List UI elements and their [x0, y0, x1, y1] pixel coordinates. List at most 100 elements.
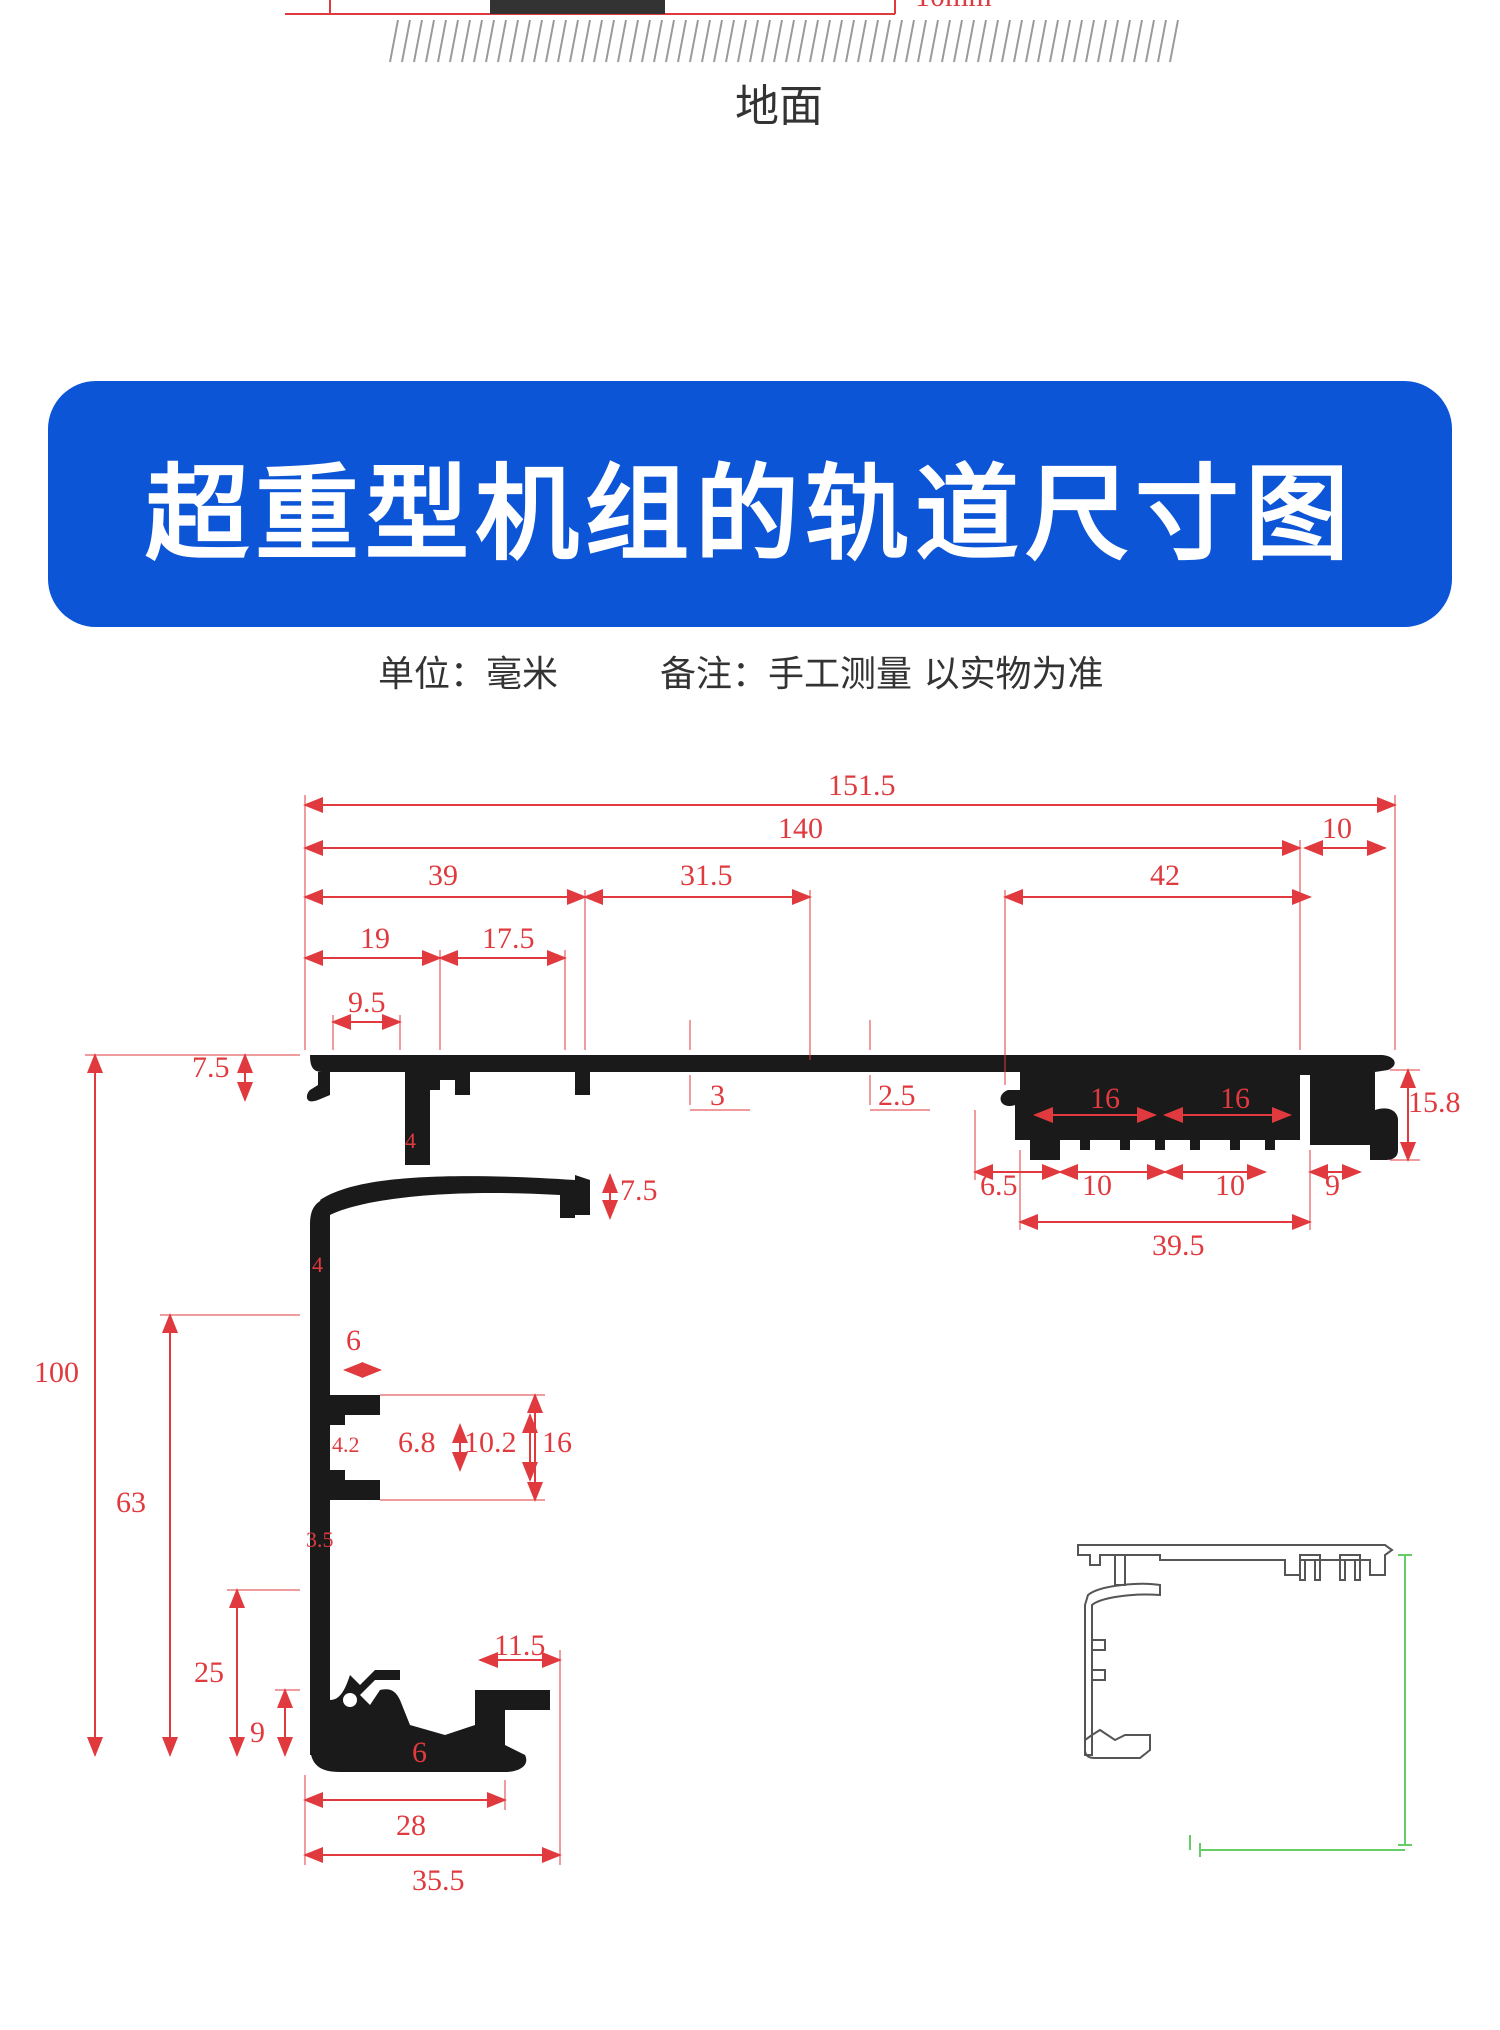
- hatch-stroke: [689, 19, 699, 63]
- hatch-stroke: [677, 19, 687, 63]
- hatch-stroke: [905, 19, 915, 63]
- hatch-stroke: [989, 19, 999, 63]
- track-profile-drawing: 151.5 140 10 39 31.5 42 19 17.5 9.5 7.5 …: [34, 769, 1461, 1897]
- hatch-stroke: [1145, 19, 1155, 63]
- profile-channel-lower: [330, 1470, 380, 1500]
- hatch-stroke: [1109, 19, 1119, 63]
- hatch-stroke: [497, 19, 507, 63]
- dim-lip-7-5: 7.5: [192, 1051, 230, 1084]
- hatch-stroke: [1049, 19, 1059, 63]
- aluminum-profile: [306, 1055, 1398, 1772]
- hatch-stroke: [641, 19, 651, 63]
- dim-9-5: 9.5: [348, 986, 386, 1019]
- profile-top-bar: [306, 1055, 1398, 1160]
- dim-ch-6: 6: [346, 1324, 361, 1357]
- profile-arm: [320, 1175, 590, 1218]
- hatch-stroke: [713, 19, 723, 63]
- hatch-stroke: [785, 19, 795, 63]
- hatch-stroke: [581, 19, 591, 63]
- hatch-stroke: [533, 19, 543, 63]
- hatch-stroke: [461, 19, 471, 63]
- hatch-stroke: [1121, 19, 1131, 63]
- dim-wall-4: 4: [312, 1252, 323, 1277]
- hatch-stroke: [665, 19, 675, 63]
- hatch-stroke: [413, 19, 423, 63]
- door-bottom: [490, 0, 665, 14]
- hatch-stroke: [857, 19, 867, 63]
- hatch-stroke: [1013, 19, 1023, 63]
- hatch-stroke: [953, 19, 963, 63]
- hatch-stroke: [1025, 19, 1035, 63]
- dim-wall-3-5: 3.5: [306, 1527, 334, 1552]
- hatch-stroke: [509, 19, 519, 63]
- dim-31-5: 31.5: [680, 859, 733, 892]
- hatch-stroke: [761, 19, 771, 63]
- dim-right-lip: 10: [1322, 812, 1352, 845]
- hatch-stroke: [557, 19, 567, 63]
- dim-base-35-5: 35.5: [412, 1864, 465, 1897]
- hatch-stroke: [917, 19, 927, 63]
- hatch-stroke: [1133, 19, 1143, 63]
- hatch-stroke: [449, 19, 459, 63]
- dim-25: 25: [194, 1656, 224, 1689]
- dim-42: 42: [1150, 859, 1180, 892]
- hatch-stroke: [881, 19, 891, 63]
- ground-diagram: 10mm: [285, 0, 1179, 63]
- dim-63: 63: [116, 1486, 146, 1519]
- dim-top-2-5: 2.5: [878, 1079, 916, 1112]
- hatch-stroke: [437, 19, 447, 63]
- dim-arm-7-5: 7.5: [620, 1174, 658, 1207]
- dim-17-5: 17.5: [482, 922, 535, 955]
- dimension-lines: [85, 795, 1420, 1865]
- hatch-stroke: [593, 19, 603, 63]
- banner-title: 超重型机组的轨道尺寸图: [144, 452, 1355, 575]
- dim-39-5: 39.5: [1152, 1229, 1205, 1262]
- hatch-stroke: [1001, 19, 1011, 63]
- dim-slot-16a: 16: [1090, 1082, 1120, 1115]
- dim-19: 19: [360, 922, 390, 955]
- dim-ch-6-8: 6.8: [398, 1426, 436, 1459]
- hatch-stroke: [977, 19, 987, 63]
- hatch-stroke: [725, 19, 735, 63]
- clearance-label: 10mm: [915, 0, 992, 13]
- dimension-labels: 151.5 140 10 39 31.5 42 19 17.5 9.5 7.5 …: [34, 769, 1461, 1897]
- hatch-stroke: [545, 19, 555, 63]
- profile-groove: [343, 1693, 357, 1707]
- dim-right-15-8: 15.8: [1408, 1086, 1461, 1119]
- hatch-stroke: [1157, 19, 1167, 63]
- profile-left-wall: [310, 1195, 360, 1755]
- dim-ch-4-2: 4.2: [332, 1432, 360, 1457]
- dim-hook-11-5: 11.5: [494, 1629, 545, 1662]
- hatch-stroke: [749, 19, 759, 63]
- hatch-stroke: [797, 19, 807, 63]
- dim-6-5: 6.5: [980, 1169, 1018, 1202]
- hatch-stroke: [401, 19, 411, 63]
- dim-9-height: 9: [250, 1716, 265, 1749]
- dim-10a: 10: [1082, 1169, 1112, 1202]
- dim-ch-16: 16: [542, 1426, 572, 1459]
- hatch-stroke: [773, 19, 783, 63]
- dim-ch-10-2: 10.2: [464, 1426, 517, 1459]
- ground-hatch: [389, 19, 1179, 63]
- hatch-stroke: [893, 19, 903, 63]
- dim-overall-width: 151.5: [828, 769, 896, 802]
- hatch-stroke: [833, 19, 843, 63]
- hatch-stroke: [845, 19, 855, 63]
- hatch-stroke: [869, 19, 879, 63]
- hatch-stroke: [1169, 19, 1179, 63]
- hatch-stroke: [941, 19, 951, 63]
- dim-39: 39: [428, 859, 458, 892]
- profile-thumbnail: [1077, 1544, 1394, 1759]
- hatch-stroke: [605, 19, 615, 63]
- hatch-stroke: [473, 19, 483, 63]
- unit-note: 单位：毫米: [378, 654, 559, 695]
- hatch-stroke: [701, 19, 711, 63]
- hatch-stroke: [629, 19, 639, 63]
- ground-label: 地面: [735, 81, 823, 132]
- dim-top-3: 3: [710, 1079, 725, 1112]
- notes-row: 单位：毫米 备注：手工测量 以实物为准: [0, 645, 1500, 695]
- hatch-stroke: [389, 19, 399, 63]
- hatch-stroke: [521, 19, 531, 63]
- hatch-stroke: [809, 19, 819, 63]
- hatch-stroke: [569, 19, 579, 63]
